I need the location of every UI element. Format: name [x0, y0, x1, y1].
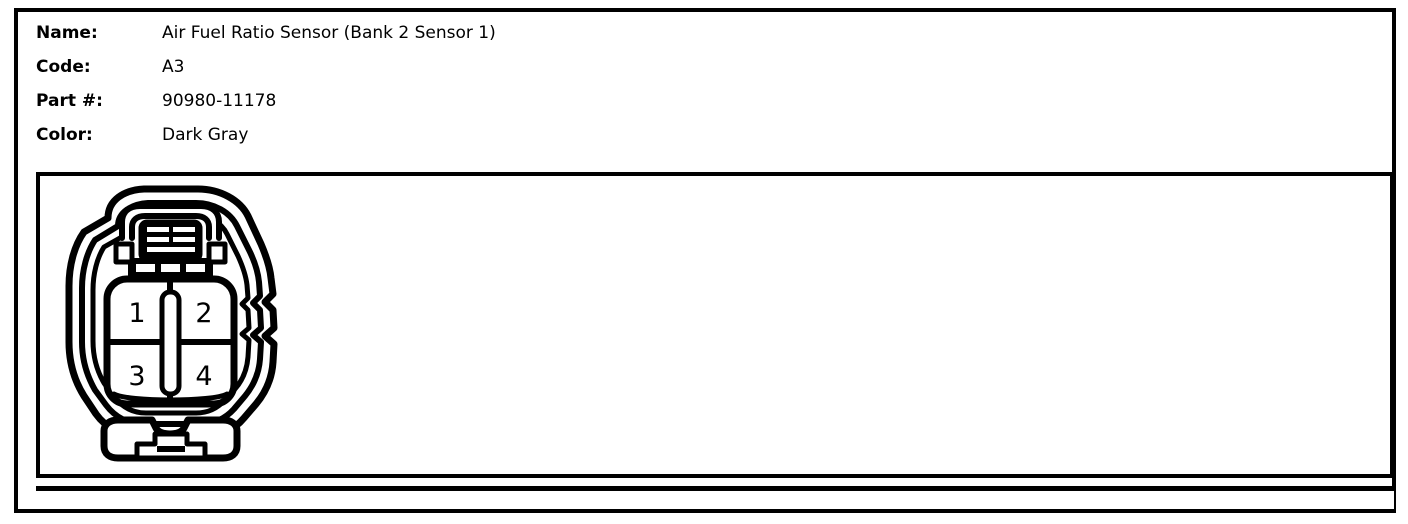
- spec-value-name: Air Fuel Ratio Sensor (Bank 2 Sensor 1): [162, 23, 496, 43]
- connector-diagram: 1 2 3 4: [65, 185, 278, 462]
- spec-value-code: A3: [162, 57, 185, 77]
- pin-number-3: 3: [128, 361, 145, 392]
- spec-row-part-number: Part #: 90980-11178: [36, 84, 1236, 118]
- spec-label-code: Code:: [36, 57, 91, 77]
- latch-post-right: [206, 241, 228, 265]
- bottom-lock-tab-slot: [157, 446, 185, 452]
- pin-cavity-bottom-lip: [111, 391, 230, 403]
- spec-label-part-number: Part #:: [36, 91, 103, 111]
- spec-label-name: Name:: [36, 23, 98, 43]
- latch-slot-r2c2: [173, 237, 195, 242]
- pin-number-2: 2: [195, 298, 212, 329]
- spec-value-color: Dark Gray: [162, 125, 249, 145]
- latch-slot-r2c1: [147, 237, 169, 242]
- latch-slot-r1c2: [173, 227, 195, 232]
- spec-row-code: Code: A3: [36, 50, 1236, 84]
- latch-lower-slot-3: [186, 264, 205, 272]
- spec-label-color: Color:: [36, 125, 93, 145]
- spec-value-part-number: 90980-11178: [162, 91, 277, 111]
- center-keying-rib: [159, 289, 182, 397]
- spec-row-name: Name: Air Fuel Ratio Sensor (Bank 2 Sens…: [36, 16, 1236, 50]
- pin-number-4: 4: [195, 361, 212, 392]
- pin-number-labels: 1 2 3 4: [128, 298, 212, 392]
- connector-image-panel: 1 2 3 4: [36, 172, 1394, 478]
- latch-slot-r1c1: [147, 227, 169, 232]
- connector-spec-list: Name: Air Fuel Ratio Sensor (Bank 2 Sens…: [36, 16, 1236, 152]
- latch-post-left: [113, 241, 135, 265]
- pin-number-1: 1: [128, 298, 145, 329]
- connector-inner-shell: [79, 200, 264, 427]
- footer-strip: [36, 486, 1394, 509]
- spec-row-color: Color: Dark Gray: [36, 118, 1236, 152]
- latch-lower-slot-2: [161, 264, 180, 272]
- latch-lower-slot-1: [136, 264, 155, 272]
- latch-slot-r3: [147, 247, 195, 252]
